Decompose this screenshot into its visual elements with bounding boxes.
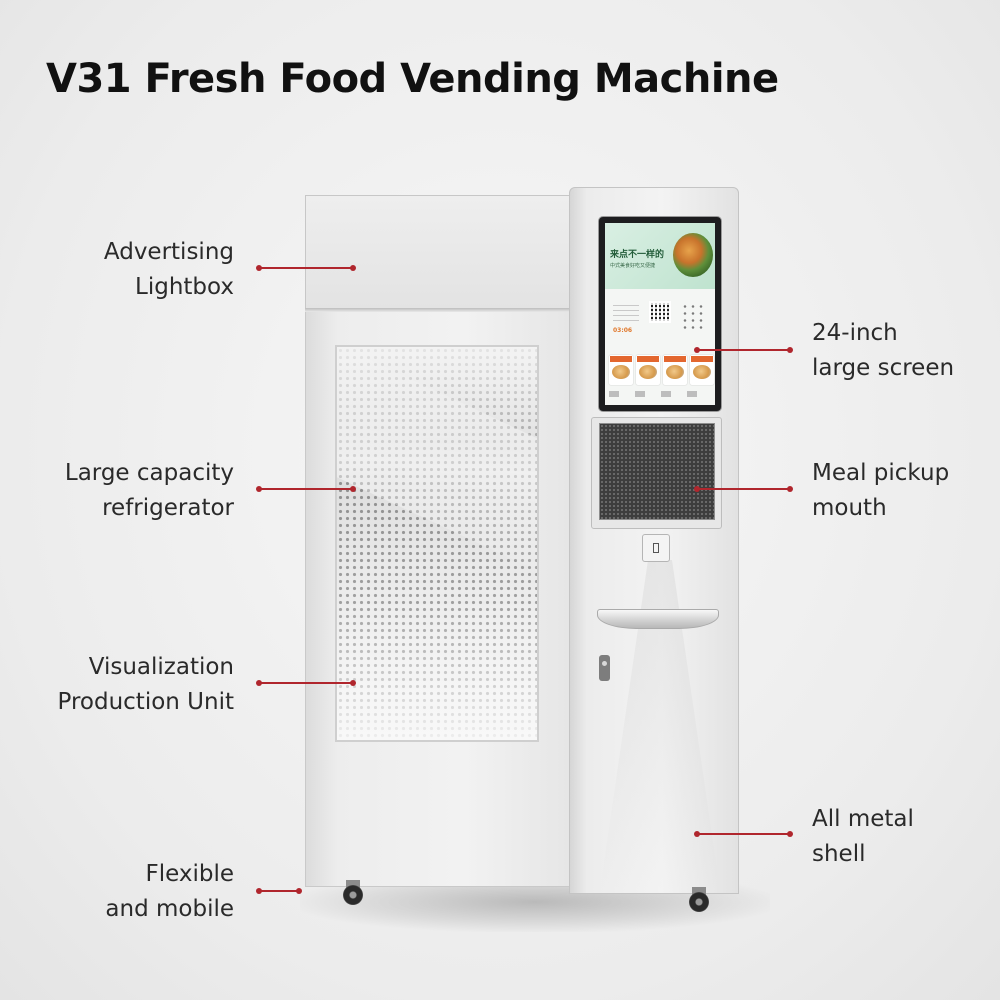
label-line: Advertising: [103, 239, 234, 265]
callout-dot-icon: [787, 831, 793, 837]
callout-screen: [694, 347, 793, 353]
lock-icon: [599, 655, 610, 681]
label-refrigerator: Large capacity refrigerator: [65, 456, 234, 526]
callout-dot-icon: [350, 680, 356, 686]
touch-screen: 来点不一样的 中式美食好吃又便捷 03:06: [605, 223, 715, 405]
screen-banner-subtitle: 中式美食好吃又便捷: [610, 263, 656, 269]
lightbox-seam: [305, 308, 571, 312]
label-advertising-lightbox: Advertising Lightbox: [104, 235, 234, 305]
menu-card: [690, 355, 714, 385]
page-title: V31 Fresh Food Vending Machine: [46, 56, 779, 102]
screen-footer: [609, 391, 711, 397]
wheel-icon: [689, 892, 709, 912]
label-line: and mobile: [105, 896, 234, 922]
wheel-mount: [346, 880, 360, 888]
card-reader-icon: [642, 534, 670, 562]
label-line: mouth: [812, 495, 887, 521]
callout-shell: [694, 831, 793, 837]
label-line: All metal: [812, 806, 914, 832]
callout-dot-icon: [350, 265, 356, 271]
menu-cards: [609, 355, 715, 385]
callout-advertising: [256, 265, 356, 271]
callout-dot-icon: [350, 486, 356, 492]
wheel-mount: [692, 887, 706, 895]
callout-pickup: [694, 486, 793, 492]
callout-dot-icon: [256, 486, 262, 492]
keypad-icon: [681, 303, 707, 333]
advertising-lightbox: [305, 195, 571, 310]
callout-refrigerator: [256, 486, 356, 492]
refrigerator-window: [335, 345, 539, 742]
tray-shelf: [597, 609, 719, 629]
label-large-screen: 24-inch large screen: [812, 316, 954, 386]
screen-timer: 03:06: [613, 327, 633, 334]
label-line: shell: [812, 841, 866, 867]
meal-pickup-mouth: [599, 423, 715, 520]
callout-dot-icon: [787, 347, 793, 353]
callout-dot-icon: [296, 888, 302, 894]
callout-dot-icon: [694, 347, 700, 353]
callout-mobile: [256, 888, 302, 894]
label-visualization-unit: Visualization Production Unit: [58, 650, 235, 720]
qr-code-icon: [649, 301, 671, 323]
label-line: Production Unit: [57, 689, 235, 715]
label-metal-shell: All metal shell: [812, 802, 914, 872]
label-flexible-mobile: Flexible and mobile: [105, 857, 234, 927]
label-line: Visualization: [88, 654, 234, 680]
label-line: refrigerator: [102, 495, 234, 521]
callout-dot-icon: [787, 486, 793, 492]
callout-dot-icon: [694, 486, 700, 492]
callout-dot-icon: [256, 680, 262, 686]
food-image: [673, 233, 713, 277]
callout-visualization: [256, 680, 356, 686]
menu-card: [663, 355, 687, 385]
screen-banner-title: 来点不一样的: [610, 250, 665, 260]
menu-card: [636, 355, 660, 385]
callout-dot-icon: [256, 265, 262, 271]
window-fade: [337, 347, 537, 740]
label-line: 24-inch: [812, 320, 898, 346]
wheel-icon: [343, 885, 363, 905]
label-line: Flexible: [145, 861, 234, 887]
label-line: Meal pickup: [812, 460, 950, 486]
label-line: Lightbox: [135, 274, 234, 300]
label-line: large screen: [812, 355, 955, 381]
callout-dot-icon: [256, 888, 262, 894]
label-meal-pickup: Meal pickup mouth: [812, 456, 949, 526]
screen-info-lines: [613, 305, 639, 321]
callout-dot-icon: [694, 831, 700, 837]
menu-card: [609, 355, 633, 385]
label-line: Large capacity: [64, 460, 234, 486]
